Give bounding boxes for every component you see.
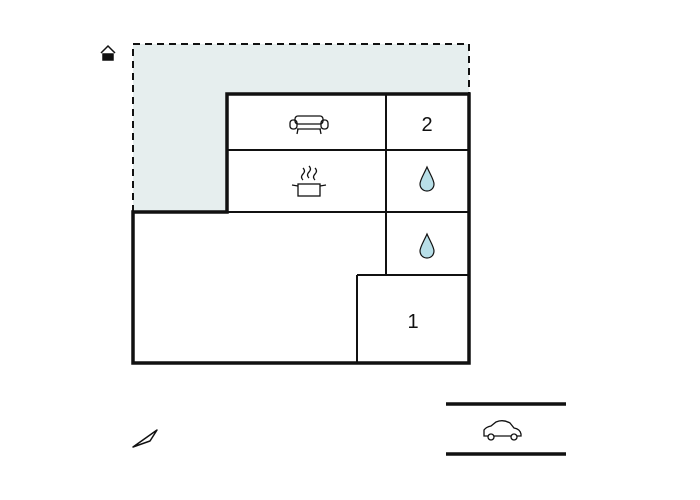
- sofa-icon: [289, 115, 329, 135]
- cooking-pot-icon: [291, 165, 327, 197]
- interior-walls: [227, 94, 469, 363]
- north-arrow-icon: [132, 429, 158, 448]
- room-label-bedroom-1: 1: [407, 311, 418, 333]
- room-label-bedroom-2: 2: [421, 114, 432, 136]
- water-drop-icon: [419, 232, 435, 259]
- parking-area: [446, 402, 566, 456]
- water-drop-icon: [419, 165, 435, 192]
- terrace-area: [133, 44, 469, 212]
- house-entrance-icon: [100, 44, 116, 61]
- terrace-dashed-border: [132, 43, 470, 212]
- car-icon: [483, 420, 522, 441]
